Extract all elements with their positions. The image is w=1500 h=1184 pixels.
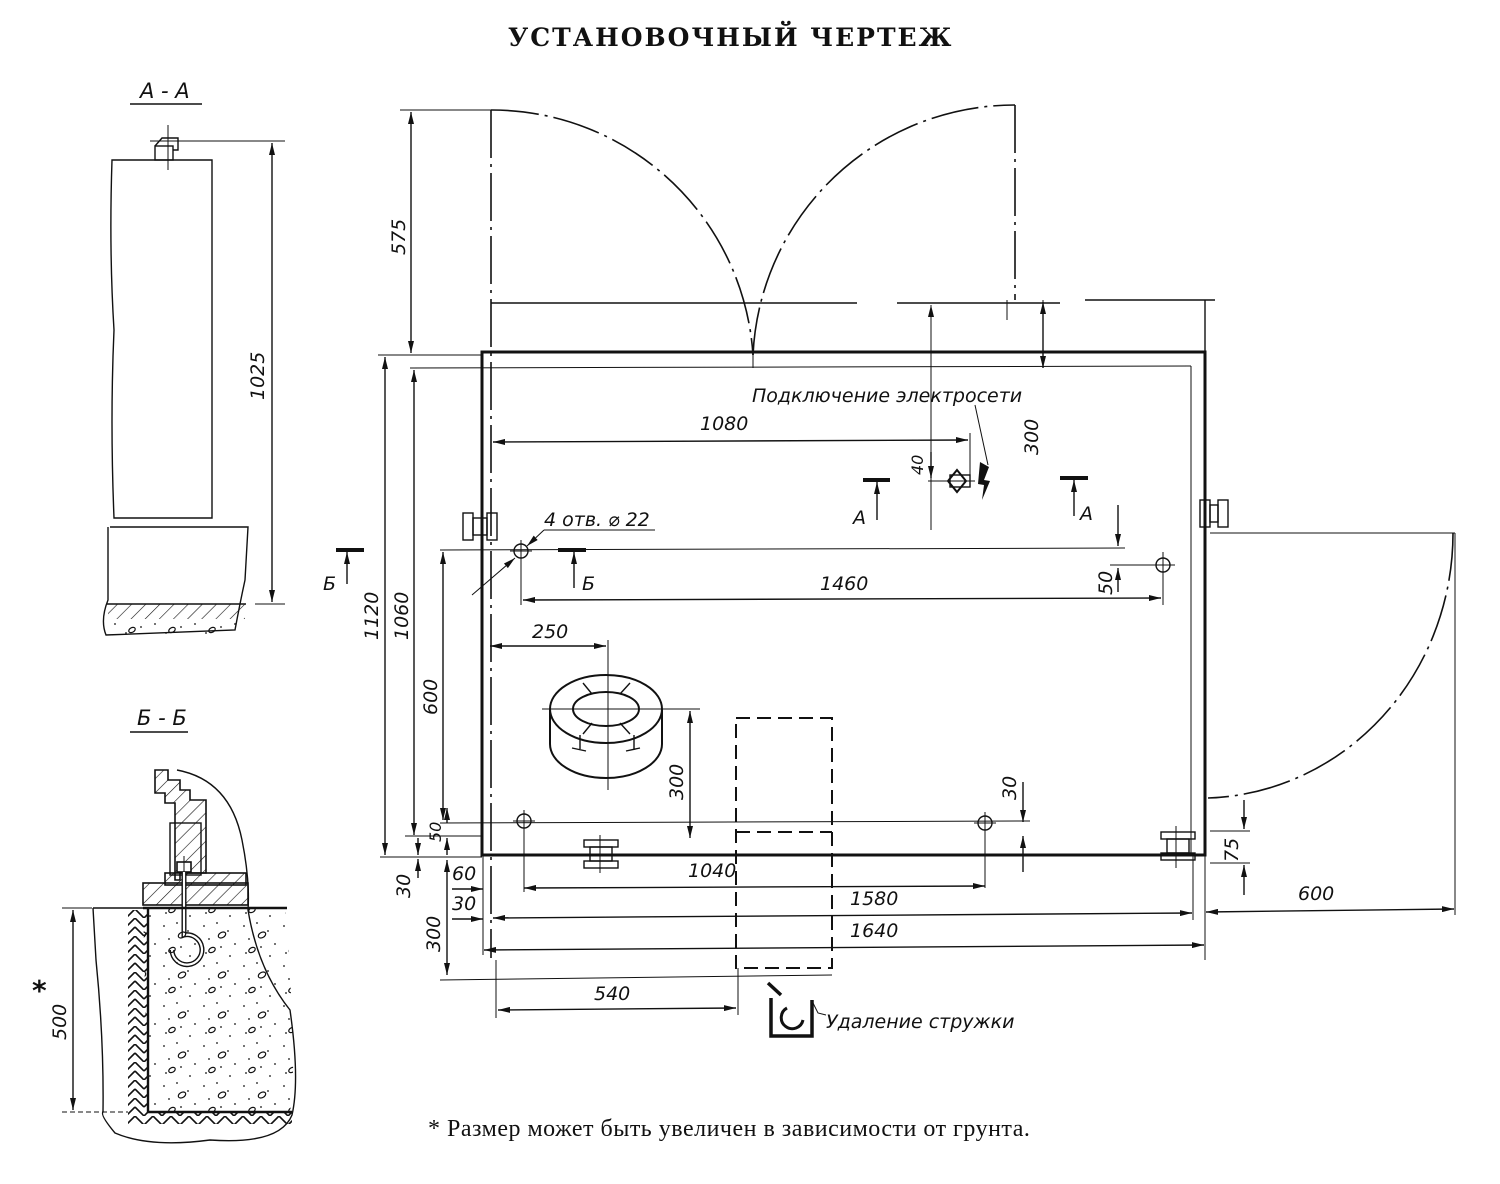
coolant-tank — [542, 640, 700, 790]
dim-540: 540 — [594, 983, 630, 1005]
dim-250: 250 — [532, 621, 568, 643]
dim-1460: 1460 — [820, 573, 868, 595]
mounting-hole — [510, 540, 532, 605]
dim-300-top: 300 — [1021, 419, 1043, 455]
dim-600: 600 — [420, 679, 442, 715]
dim-1580: 1580 — [850, 888, 898, 910]
section-bb-label: Б - Б — [137, 706, 187, 730]
dim-500-asterisk: * — [32, 974, 47, 1007]
mounting-hole — [974, 812, 996, 888]
chip-removal-label: Удаление стружки — [826, 1011, 1014, 1033]
dim-300-chip: 300 — [423, 916, 445, 952]
dim-30-bottom: 30 — [452, 893, 476, 915]
section-bb: Б - Б 500 * — [32, 706, 297, 1144]
power-connection-symbol — [928, 404, 990, 500]
dim-1025: 1025 — [247, 352, 269, 400]
leveling-foot — [583, 835, 619, 873]
section-mark-b-left: Б — [323, 548, 364, 595]
dim-600-right: 600 — [1298, 883, 1334, 905]
section-mark-a-right: А — [1060, 476, 1093, 525]
dim-75: 75 — [1221, 838, 1243, 862]
dim-500: 500 — [49, 1004, 71, 1040]
chip-bin-outline — [735, 717, 833, 969]
dim-1640: 1640 — [850, 920, 898, 942]
section-aa: А - А 1025 — [102, 79, 285, 636]
mounting-hole — [1150, 552, 1175, 605]
dim-1080: 1080 — [700, 413, 748, 435]
holes-label: 4 отв. ⌀ 22 — [544, 509, 650, 531]
leveling-foot — [1199, 499, 1229, 528]
dim-50-right: 50 — [1095, 571, 1117, 595]
section-aa-label: А - А — [138, 79, 190, 103]
drawing-title: УСТАНОВОЧНЫЙ ЧЕРТЕЖ — [508, 21, 953, 52]
dim-50-left: 50 — [426, 822, 445, 842]
svg-text:А: А — [1078, 503, 1093, 525]
section-mark-a-left: А — [851, 478, 890, 529]
dim-575: 575 — [388, 219, 410, 255]
dim-60: 60 — [452, 863, 476, 885]
dim-40: 40 — [908, 455, 927, 475]
svg-text:А: А — [851, 507, 866, 529]
mounting-hole — [513, 810, 535, 892]
dim-300-coolant: 300 — [666, 764, 688, 800]
chip-removal-symbol — [766, 981, 827, 1038]
dim-1040: 1040 — [688, 860, 736, 882]
power-connection-label: Подключение электросети — [752, 385, 1022, 407]
section-mark-b-inner: Б — [558, 548, 595, 595]
dim-1120: 1120 — [361, 592, 383, 640]
svg-text:Б: Б — [323, 573, 336, 595]
leveling-foot — [1160, 826, 1196, 868]
svg-text:Б: Б — [582, 573, 595, 595]
plan-view: А А Б Б Подключение электросети 4 отв. ⌀… — [323, 104, 1456, 1038]
footnote: * Размер может быть увеличен в зависимос… — [428, 1116, 1030, 1142]
dim-1060: 1060 — [391, 592, 413, 640]
dim-30-right: 30 — [999, 776, 1021, 800]
dim-30-left: 30 — [393, 874, 415, 898]
leveling-foot — [462, 512, 498, 541]
